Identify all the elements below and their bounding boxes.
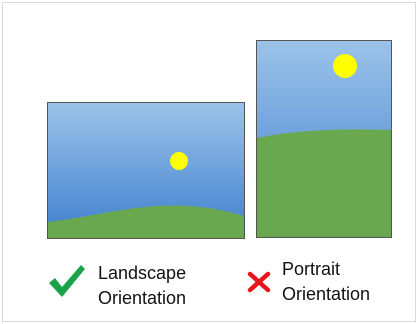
portrait-scene: [257, 41, 391, 237]
portrait-caption: Portrait Orientation: [282, 257, 370, 307]
portrait-caption-line2: Orientation: [282, 284, 371, 304]
sun: [170, 152, 188, 170]
portrait-picture: [256, 40, 392, 238]
landscape-caption-line2: Orientation: [98, 288, 187, 308]
landscape-caption-line1: Landscape: [98, 263, 187, 283]
landscape-scene: [48, 103, 244, 238]
landscape-picture: [47, 102, 245, 239]
grass-hill: [257, 129, 391, 237]
cross-icon: [247, 271, 271, 293]
portrait-caption-line1: Portrait: [282, 259, 341, 279]
figure-frame: Landscape Orientation Portrait Orientati…: [2, 2, 416, 322]
landscape-caption: Landscape Orientation: [98, 261, 186, 311]
sun: [333, 54, 357, 78]
grass-hill: [48, 205, 244, 238]
check-icon: [47, 263, 87, 299]
